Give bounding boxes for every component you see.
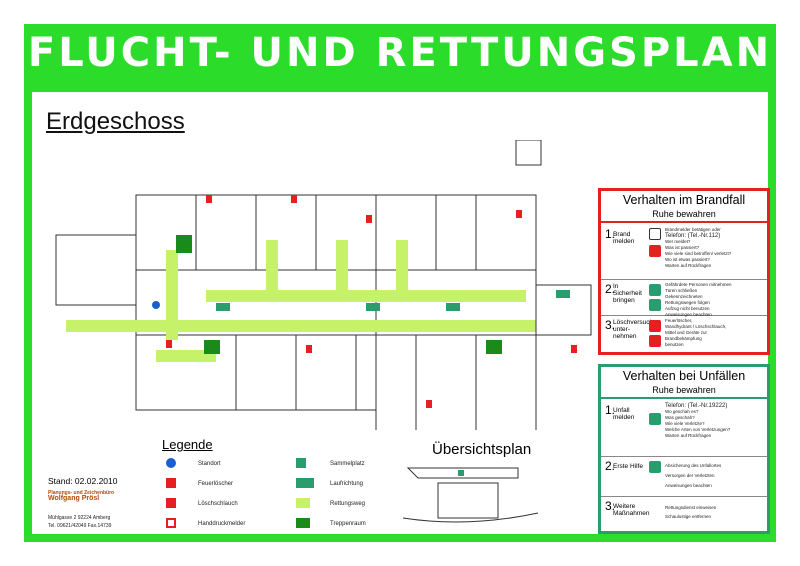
extinguisher-icon: [649, 320, 661, 332]
direction-signs: [216, 290, 570, 311]
assembly-point-icon: [296, 458, 306, 468]
staircase-icon: [296, 518, 310, 528]
fire-panel-header: Verhalten im Brandfall Ruhe bewahren: [601, 191, 767, 223]
escape-routes: [66, 240, 536, 362]
standort-icon: [166, 458, 176, 468]
stand-date: Stand: 02.02.2010: [48, 476, 118, 486]
fire-step-1: 1. Brand melden Brandmelder betätigen od…: [601, 225, 767, 280]
phone-icon: [649, 245, 661, 257]
extinguisher-icon: [166, 478, 176, 488]
company-name: Planungs- und Zeichenbüro Wolfgang Prösl: [48, 490, 115, 502]
floor-plan: [55, 140, 592, 430]
alarm-button-icon: [649, 228, 661, 240]
standort-marker: [152, 301, 160, 309]
exit-sign-icon: [649, 284, 661, 296]
legend-title: Legende: [162, 437, 213, 452]
floor-title: Erdgeschoss: [46, 108, 185, 135]
phone-icon: [649, 413, 661, 425]
direction-icon: [296, 478, 314, 488]
building-east: [375, 194, 537, 430]
arrow-icon: [649, 299, 661, 311]
fire-extinguishers: [166, 195, 577, 408]
alarm-icon: [166, 518, 176, 528]
fire-panel: Verhalten im Brandfall Ruhe bewahren 1. …: [598, 188, 770, 355]
hose-icon: [649, 335, 661, 347]
escape-route-icon: [296, 498, 310, 508]
overview-map: [402, 467, 539, 523]
storage-wing: [55, 234, 137, 306]
accident-step-1: 1. Unfall melden Telefon: (Tel.-Nr.19222…: [601, 401, 767, 457]
plan-title: FLUCHT- UND RETTUNGSPLAN: [27, 30, 773, 76]
fire-step-3: 3. Löschversuch unter-nehmen Feuerlösche…: [605, 318, 727, 347]
staircases: [176, 235, 502, 354]
accident-panel: Verhalten bei Unfällen Ruhe bewahren 1. …: [598, 364, 770, 534]
title-bar: [24, 24, 776, 92]
fire-step-2: 2. In Sicherheit bringen Gefährdete Pers…: [601, 280, 767, 317]
outbuilding: [515, 140, 542, 166]
first-aid-icon: [649, 461, 661, 473]
accident-panel-header: Verhalten bei Unfällen Ruhe bewahren: [601, 367, 767, 399]
overview-title: Übersichtsplan: [432, 441, 532, 458]
hose-icon: [166, 498, 176, 508]
accident-step-2: 2. Erste Hilfe Absicherung des Unfallort…: [601, 457, 767, 497]
company-address: Mühlgasse 2 92224 Amberg Tel. 09621/4204…: [48, 515, 112, 529]
accident-step-3: 3. Weitere Maßnahmen Rettungsdienst einw…: [605, 499, 717, 519]
